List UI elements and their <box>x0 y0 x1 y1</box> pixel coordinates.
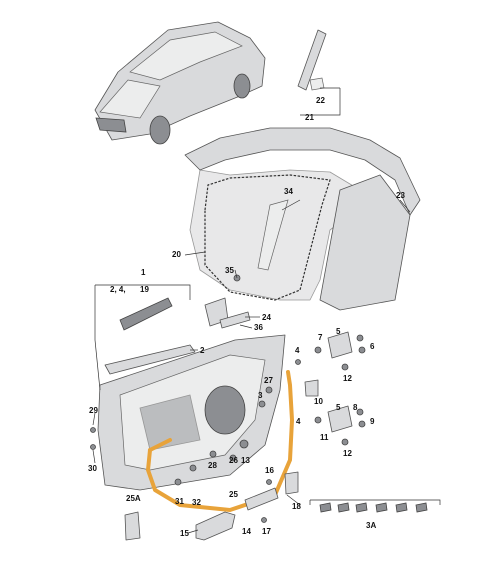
callout-35: 35 <box>225 266 234 275</box>
callout-25: 25 <box>229 490 238 499</box>
callout-2-4: 2, 4, <box>110 285 126 294</box>
car-overview <box>94 21 266 145</box>
screw-set <box>319 502 428 513</box>
callout-21: 21 <box>305 113 314 122</box>
upper-hinge <box>314 331 366 371</box>
fasteners <box>90 274 301 486</box>
callout-22: 22 <box>316 96 325 105</box>
callout-11: 11 <box>320 433 329 442</box>
callout-labels: 1 2, 4, 19 2 22 21 23 34 20 35 24 36 7 5… <box>88 96 405 538</box>
door-panel <box>97 334 286 491</box>
callout-7: 7 <box>318 333 323 342</box>
callout-1: 1 <box>141 268 146 277</box>
callout-27: 27 <box>264 376 273 385</box>
callout-3A: 3A <box>366 521 376 530</box>
callout-19: 19 <box>140 285 149 294</box>
callout-28: 28 <box>208 461 217 470</box>
callout-10: 10 <box>314 397 323 406</box>
callout-20: 20 <box>172 250 181 259</box>
callout-23: 23 <box>396 191 405 200</box>
body-side-frame <box>184 127 421 311</box>
callout-9: 9 <box>370 417 375 426</box>
callout-3: 3 <box>258 391 263 400</box>
callout-16: 16 <box>265 466 274 475</box>
leader-lines <box>92 199 411 534</box>
callout-30: 30 <box>88 464 97 473</box>
callout-17: 17 <box>262 527 271 536</box>
callout-29: 29 <box>89 406 98 415</box>
door-handle <box>195 511 236 541</box>
callout-6: 6 <box>370 342 375 351</box>
window-strips <box>104 297 251 375</box>
callout-34: 34 <box>284 187 293 196</box>
callout-24: 24 <box>262 313 271 322</box>
door-check-strap <box>244 471 299 523</box>
lock-module <box>124 511 141 541</box>
callout-32: 32 <box>192 498 201 507</box>
callout-31: 31 <box>175 497 184 506</box>
callout-12b: 12 <box>343 449 352 458</box>
callout-4: 4 <box>295 346 300 355</box>
door-frame-seal <box>204 174 331 301</box>
callout-26: 26 <box>229 456 238 465</box>
lower-hinge <box>304 379 366 446</box>
callout-25A: 25A <box>126 494 141 503</box>
callout-36: 36 <box>254 323 263 332</box>
callout-4b: 4 <box>296 417 301 426</box>
callout-14: 14 <box>242 527 251 536</box>
callout-5b: 5 <box>336 403 341 412</box>
pillar-trim <box>297 29 327 91</box>
callout-12: 12 <box>343 374 352 383</box>
callout-13: 13 <box>241 456 250 465</box>
callout-5: 5 <box>336 327 341 336</box>
callout-2: 2 <box>200 346 205 355</box>
callout-15: 15 <box>180 529 189 538</box>
callout-8: 8 <box>353 403 358 412</box>
callout-18: 18 <box>292 502 301 511</box>
